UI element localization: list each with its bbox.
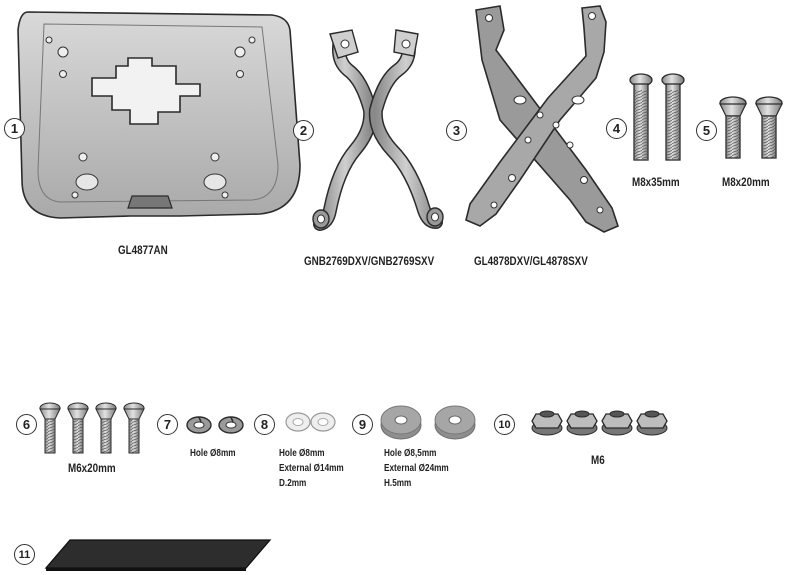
part-8-label-thickness: D.2mm (279, 478, 307, 489)
tube-arms-gnb2769 (312, 29, 444, 231)
part-10-label: M6 (591, 453, 605, 467)
rubber-spacers-d24 (380, 405, 476, 440)
callout-6: 6 (16, 414, 37, 435)
bolts-m8x35 (629, 73, 685, 161)
flange-nuts-m6 (531, 410, 668, 436)
part-8-label-hole: Hole Ø8mm (279, 448, 325, 459)
callout-1: 1 (4, 118, 25, 139)
callout-2: 2 (293, 120, 314, 141)
callout-3: 3 (446, 120, 467, 141)
plate-center-cutout (91, 57, 201, 125)
x-brackets-gl4878 (465, 5, 619, 233)
callout-11: 11 (14, 544, 35, 565)
flat-washers-d14 (285, 412, 336, 432)
part-1-label: GL4877AN (118, 243, 168, 257)
part-2-label: GNB2769DXV/GNB2769SXV (304, 254, 435, 268)
callout-9: 9 (352, 414, 373, 435)
part-3-label: GL4878DXV/GL4878SXV (474, 254, 588, 268)
bolts-m8x20 (719, 96, 783, 159)
top-plate-gl4877an (17, 11, 301, 219)
part-9-label-external: External Ø24mm (384, 463, 449, 474)
part-5-label: M8x20mm (722, 175, 770, 189)
part-6-label: M6x20mm (68, 461, 116, 475)
screws-m6x20 (39, 402, 145, 454)
callout-10: 10 (494, 414, 515, 435)
part-9-label-height: H.5mm (384, 478, 412, 489)
part-7-label: Hole Ø8mm (190, 448, 236, 459)
callout-7: 7 (157, 414, 178, 435)
callout-4: 4 (606, 118, 627, 139)
part-9-label-hole: Hole Ø8,5mm (384, 448, 437, 459)
part-8-label-external: External Ø14mm (279, 463, 344, 474)
adhesive-pad (44, 539, 272, 571)
callout-5: 5 (696, 120, 717, 141)
callout-8: 8 (254, 414, 275, 435)
part-4-label: M8x35mm (632, 175, 680, 189)
lock-washers (186, 416, 244, 434)
